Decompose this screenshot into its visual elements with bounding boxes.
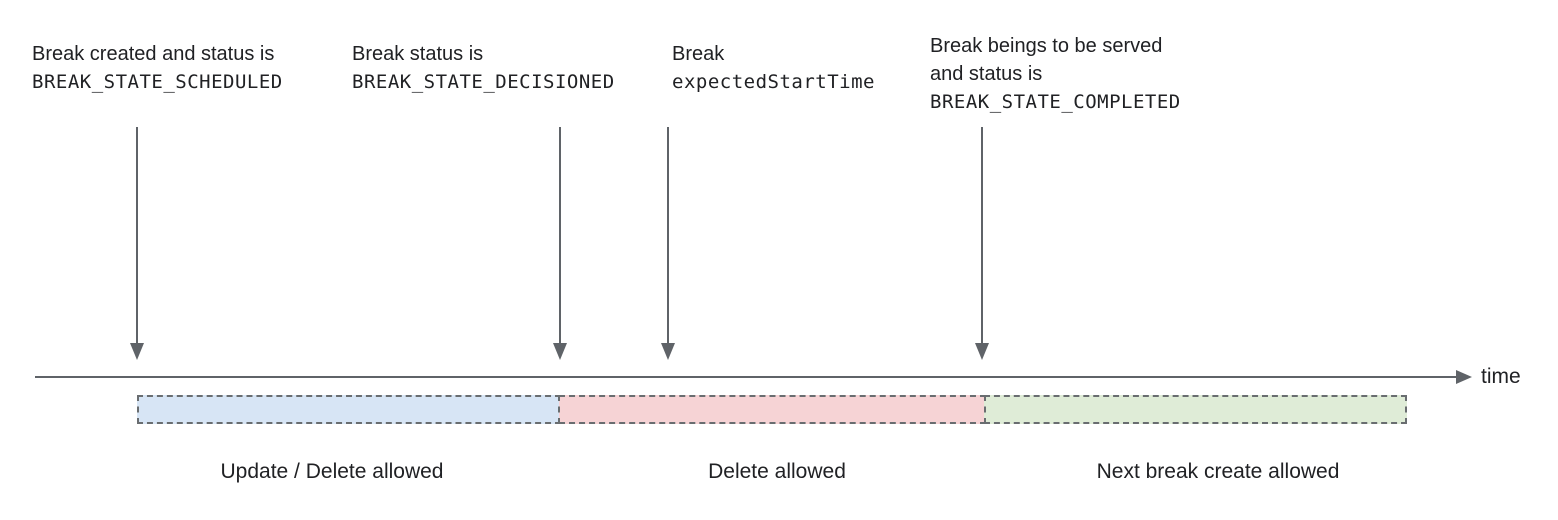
- segment-label: Delete allowed: [708, 460, 846, 483]
- segment-next-break-create-allowed: [984, 395, 1407, 424]
- annotation-code: BREAK_STATE_COMPLETED: [930, 91, 1181, 113]
- arrow-down-icon: [660, 127, 676, 360]
- segment-label: Next break create allowed: [1096, 460, 1340, 483]
- arrow-shaft: [136, 127, 138, 344]
- segment-label: Update / Delete allowed: [220, 460, 444, 483]
- annotation-expected-start-time: Break expectedStartTime: [672, 40, 875, 96]
- annotation-text: Break created and status is: [32, 43, 275, 65]
- annotation-code: BREAK_STATE_SCHEDULED: [32, 71, 283, 93]
- arrow-shaft: [559, 127, 561, 344]
- arrow-shaft: [667, 127, 669, 344]
- segment-delete-allowed: [558, 395, 986, 424]
- annotation-break-completed: Break beings to be served and status is …: [930, 32, 1181, 116]
- annotation-text: and status is: [930, 63, 1043, 85]
- arrow-head: [130, 343, 144, 360]
- arrow-right-icon: [1456, 370, 1472, 384]
- arrow-head: [661, 343, 675, 360]
- segment-update-delete-allowed: [137, 395, 561, 424]
- annotation-text: Break status is: [352, 43, 484, 65]
- time-axis-label: time: [1481, 365, 1521, 388]
- arrow-head: [553, 343, 567, 360]
- arrow-down-icon: [129, 127, 145, 360]
- arrow-shaft: [981, 127, 983, 344]
- time-axis: [35, 376, 1456, 378]
- annotation-break-scheduled: Break created and status is BREAK_STATE_…: [32, 40, 283, 96]
- annotation-code: BREAK_STATE_DECISIONED: [352, 71, 615, 93]
- arrow-down-icon: [974, 127, 990, 360]
- annotation-break-decisioned: Break status is BREAK_STATE_DECISIONED: [352, 40, 615, 96]
- annotation-code: expectedStartTime: [672, 71, 875, 93]
- annotation-text: Break: [672, 43, 725, 65]
- arrow-head: [975, 343, 989, 360]
- annotation-text: Break beings to be served: [930, 35, 1163, 57]
- arrow-down-icon: [552, 127, 568, 360]
